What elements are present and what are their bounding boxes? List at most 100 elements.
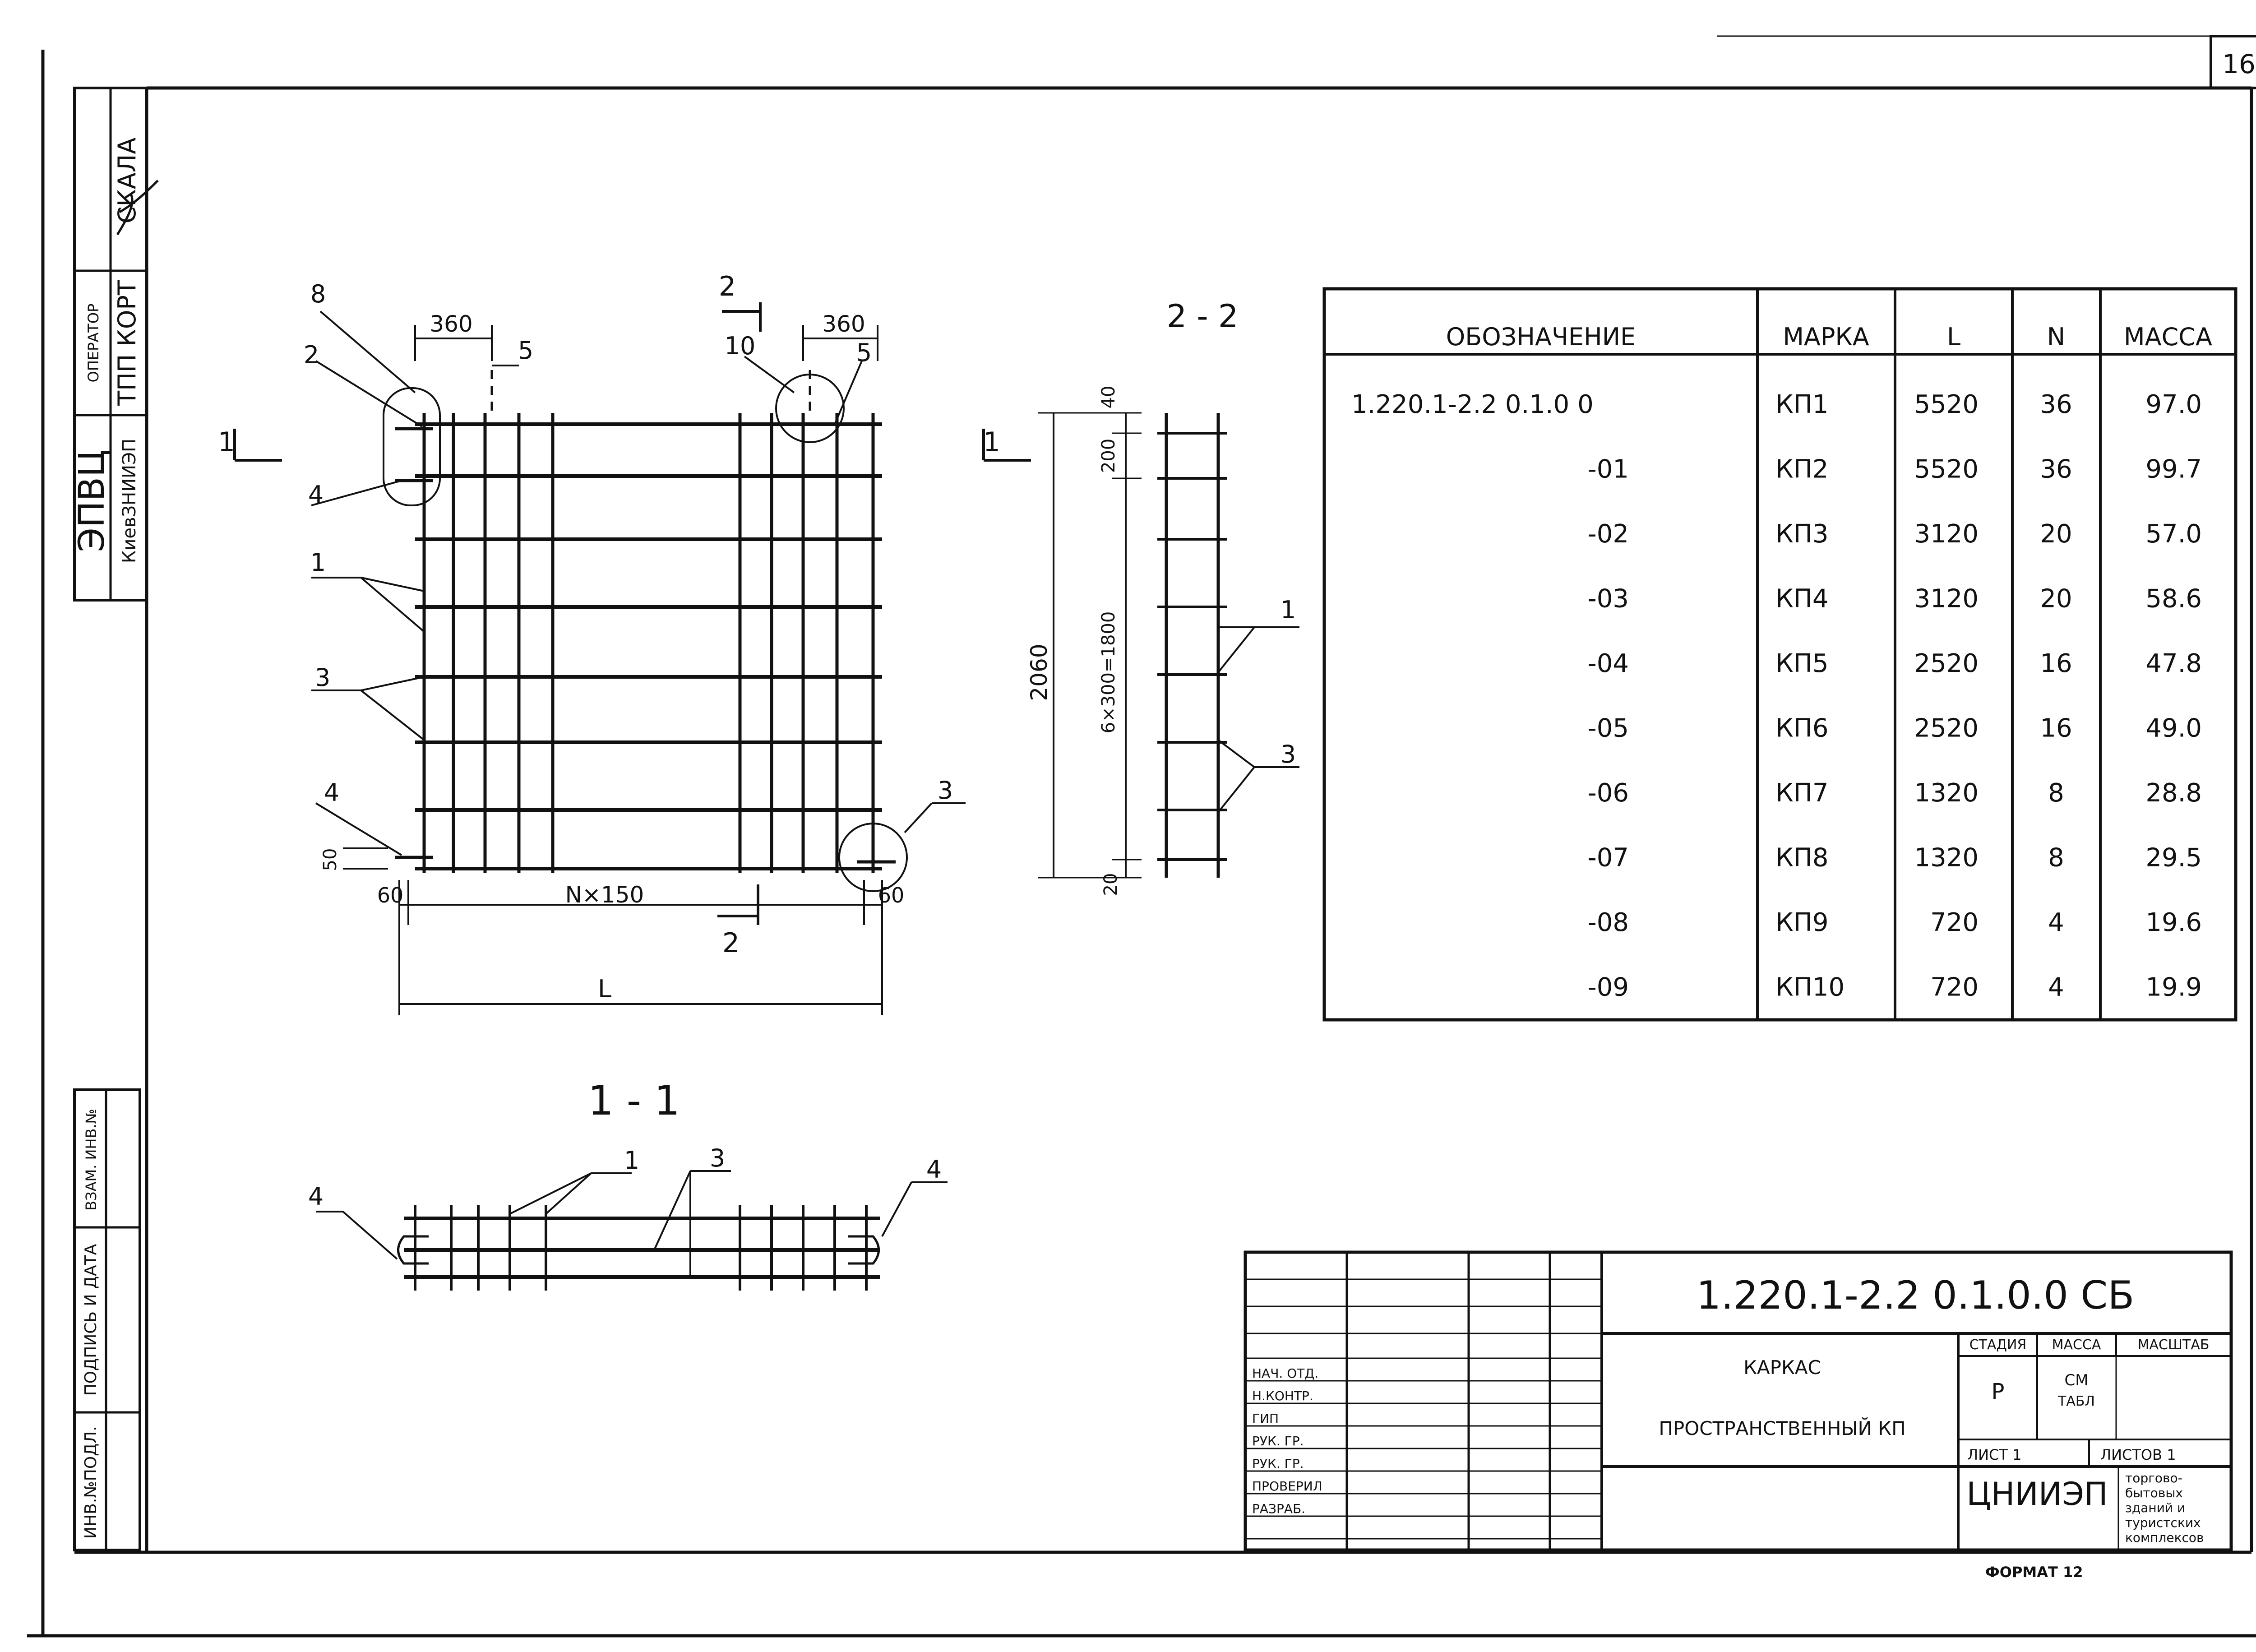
table-cell-length: 2520 [1914,714,1979,743]
massa-value-1: СМ [2064,1371,2088,1389]
table-cell-mark: КП8 [1775,843,1829,873]
section-2-2-callout-1: 1 [1281,596,1296,624]
table-cell-designation: -06 [1588,778,1629,808]
table-cell-designation: -08 [1588,908,1629,937]
callout-5-right: 5 [856,338,872,367]
section-2-2-rungs [1157,432,1227,861]
callout-4-bottom: 4 [324,778,339,807]
table-cell-count: 16 [2040,714,2072,743]
table-cell-length: 3120 [1914,584,1979,614]
table-cell-mark: КП6 [1775,714,1829,743]
operator-stamp: ЭПВЦ КиевЗНИИЭП ОПЕРАТОР ТПП КОРТ СКАЛА [72,87,159,602]
dim-50: 50 [320,848,341,871]
table-cell-length: 5520 [1914,390,1979,419]
section-2-2-title: 2 - 2 [1167,298,1239,335]
table-cell-mass: 29.5 [2145,843,2202,873]
section-2-2-callout-3: 3 [1281,740,1296,768]
section-mark-2-bottom: 2 [722,927,740,959]
vzam-inv-label: ВЗАМ. ИНВ.№ [83,1109,100,1211]
table-cell-designation: -07 [1588,843,1629,873]
section-1-1-verticals [414,1205,868,1291]
plan-circle-10 [775,374,845,443]
doc-code: 1.220.1-2.2 0.1.0.0 СБ [1697,1273,2135,1318]
table-cell-designation: -09 [1588,973,1629,1002]
table-cell-designation: -03 [1588,584,1629,614]
role-razrab: РАЗРАБ. [1252,1501,1305,1516]
doc-name-line2: ПРОСТРАНСТВЕННЫЙ КП [1659,1417,1905,1439]
table-cell-count: 4 [2048,973,2064,1002]
table-cell-designation: -02 [1588,519,1629,549]
stadiya-label: СТАДИЯ [1969,1337,2027,1353]
table-cell-length: 5520 [1914,455,1979,484]
callout-2: 2 [304,341,319,369]
section-1-1-title: 1 - 1 [588,1077,680,1124]
table-cell-mass: 97.0 [2145,390,2202,419]
plan-vertical-bars [422,413,875,873]
table-cell-mass: 47.8 [2145,649,2202,678]
doc-name-line1: КАРКАС [1743,1356,1821,1379]
stadiya-value: Р [1992,1379,2005,1404]
massa-label: МАССА [2052,1337,2101,1353]
dim-2060: 2060 [1026,643,1052,701]
section-1-1-callout-1: 1 [624,1146,639,1175]
table-cell-mark: КП7 [1775,778,1829,808]
list-label: ЛИСТ 1 [1967,1446,2021,1463]
table-cell-mark: КП9 [1775,908,1829,937]
sheet-frame [27,35,2256,1638]
plan-circle-3 [838,823,908,892]
section-1-1-callout-3: 3 [710,1144,725,1172]
section-1-1-callout-4-right: 4 [926,1155,942,1184]
masshtab-label: МАСШТАБ [2138,1337,2210,1353]
table-cell-mass: 28.8 [2145,778,2202,808]
section-mark-2-top: 2 [719,271,736,302]
spec-table: ОБОЗНАЧЕНИЕ МАРКА L N МАССА 1.220.1-2.2 … [1322,287,2238,1022]
callout-1: 1 [310,548,326,577]
listov-label: ЛИСТОВ 1 [2100,1446,2176,1463]
table-cell-count: 8 [2048,778,2064,808]
section-mark-1-right: 1 [983,426,1000,458]
table-cell-mass: 49.0 [2145,714,2202,743]
table-cell-count: 36 [2040,455,2072,484]
table-cell-length: 1320 [1914,778,1979,808]
table-cell-designation: -05 [1588,714,1629,743]
dim-60-left: 60 [377,883,404,907]
stamp-org-line1: ЭПВЦ [72,449,112,552]
table-cell-length: 2520 [1914,649,1979,678]
table-header-mark: МАРКА [1783,323,1869,351]
inv-podl-label: ИНВ.№ПОДЛ. [82,1426,100,1539]
callout-3: 3 [315,663,330,692]
table-cell-designation: -04 [1588,649,1629,678]
org-desc-2: зданий и [2125,1500,2185,1515]
signature [116,180,159,236]
stamp-org-line2: КиевЗНИИЭП [119,439,140,563]
section-mark-1-left: 1 [218,426,235,458]
table-cell-length: 1320 [1914,843,1979,873]
role-ruk-gr-1: РУК. ГР. [1252,1434,1304,1448]
stamp-operator-label: ОПЕРАТОР [85,304,102,383]
title-block-rows [1245,1278,1602,1540]
callout-10: 10 [725,332,756,360]
table-cell-mass: 19.9 [2145,973,2202,1002]
format-label: ФОРМАТ 12 [1985,1564,2083,1581]
table-cell-length: 720 [1930,908,1979,937]
table-cell-mass: 57.0 [2145,519,2202,549]
callout-3-right: 3 [938,776,953,805]
section-2-2: 2 - 2 40 200 2060 6×300=1800 20 1 [1026,298,1299,896]
plan-view: 360 360 60 60 N×150 L 50 1 1 2 2 [218,271,1031,1015]
table-header-L: L [1947,323,1960,351]
stamp-operator-value: ТПП КОРТ [113,280,141,406]
org-desc-0: торгово- [2125,1471,2182,1485]
sheet-number: 16 [2222,49,2256,79]
role-nach-otd: НАЧ. ОТД. [1252,1366,1318,1381]
podpis-data-label: ПОДПИСЬ И ДАТА [82,1244,100,1396]
table-cell-mark: КП10 [1775,973,1845,1002]
table-cell-count: 20 [2040,584,2072,614]
org-desc-3: туристских [2125,1515,2201,1530]
table-cell-length: 720 [1930,973,1979,1002]
table-header-mass: МАССА [2124,323,2212,351]
dim-60-right: 60 [878,883,905,907]
dim-40: 40 [1098,386,1119,409]
table-cell-mass: 58.6 [2145,584,2202,614]
dim-200: 200 [1098,439,1119,473]
